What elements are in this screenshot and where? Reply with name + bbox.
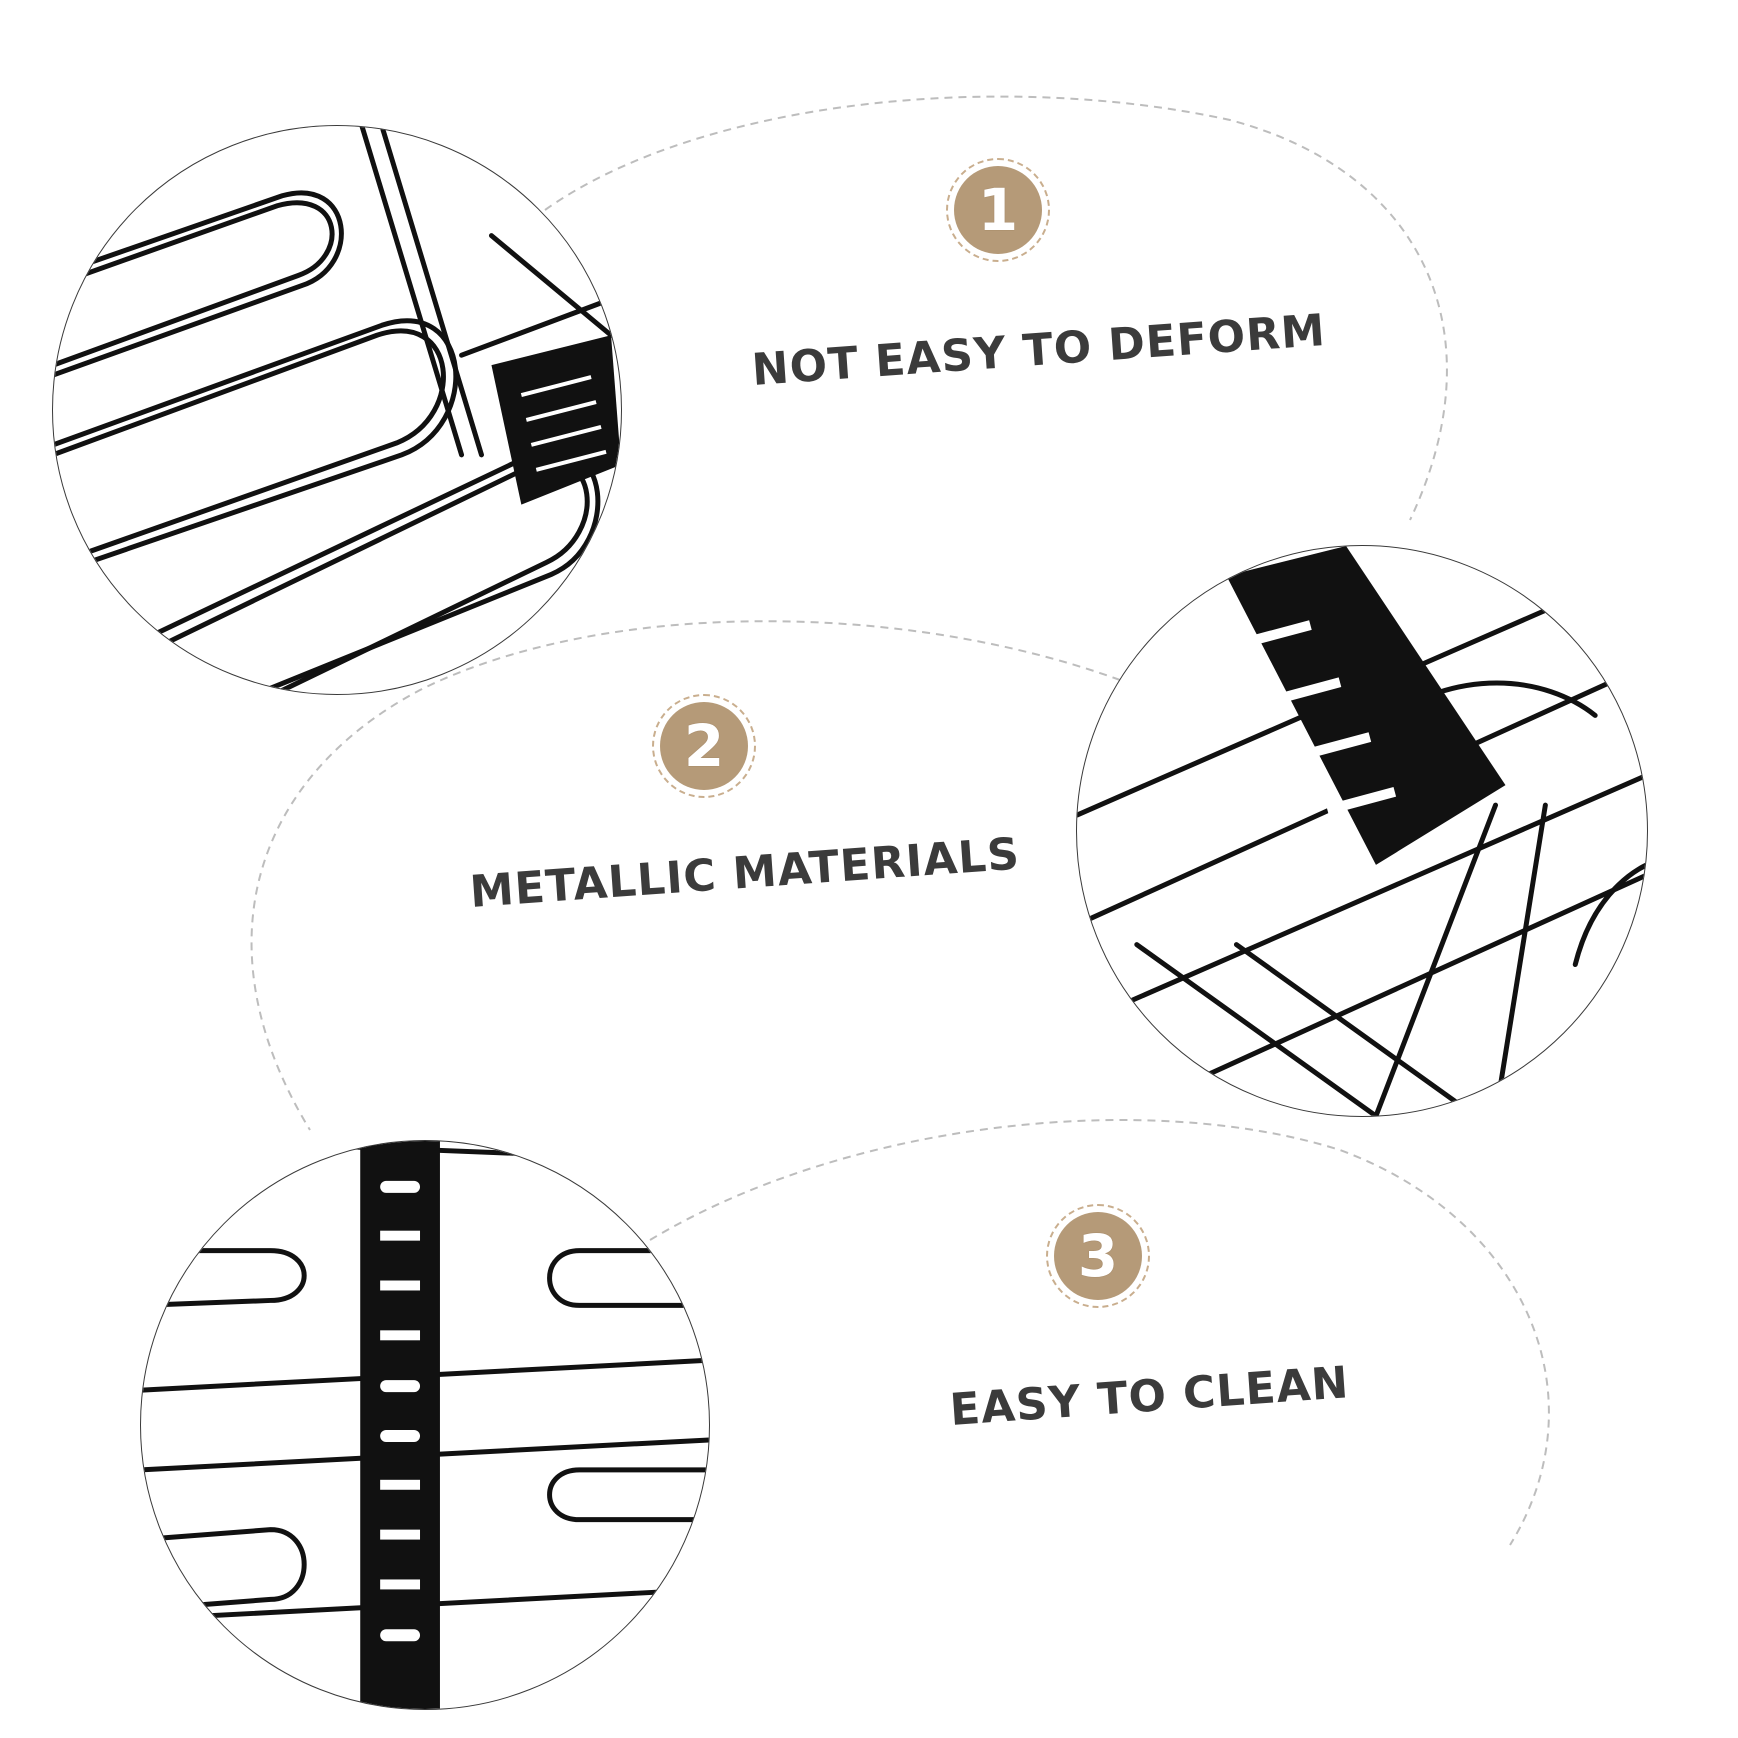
badge-number-2: 2 <box>660 702 748 790</box>
rack-bracket-closeup-icon <box>1077 546 1647 1116</box>
feature-badge-2: 2 <box>652 694 756 798</box>
feature-badge-3: 3 <box>1046 1204 1150 1308</box>
feature-badge-1: 1 <box>946 158 1050 262</box>
slotted-bar-closeup-icon <box>141 1141 709 1709</box>
detail-circle-1 <box>52 125 622 695</box>
badge-number-1: 1 <box>954 166 1042 254</box>
badge-number-3: 3 <box>1054 1212 1142 1300</box>
detail-circle-2 <box>1076 545 1648 1117</box>
wire-rack-closeup-icon <box>53 126 621 694</box>
detail-circle-3 <box>140 1140 710 1710</box>
